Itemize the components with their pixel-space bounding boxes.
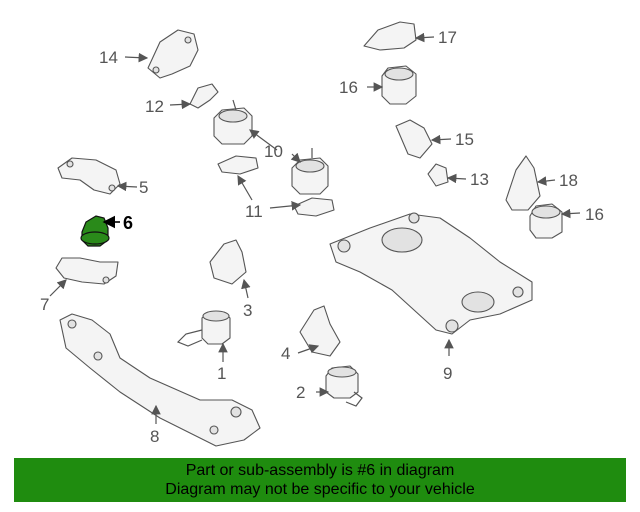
part-6-mount-highlighted (80, 215, 120, 247)
callout-13: 13 (470, 170, 489, 189)
callout-14: 14 (99, 48, 118, 67)
banner-line-part: Part or sub-assembly is #6 in diagram (185, 462, 455, 479)
callout-2: 2 (296, 383, 305, 402)
callout-8: 8 (150, 427, 159, 446)
callout-3: 3 (243, 301, 252, 320)
callout-15: 15 (455, 130, 474, 149)
part-11-shim (217, 155, 335, 217)
part-14-bracket (124, 29, 199, 79)
callout-5: 5 (139, 178, 148, 197)
part-15-bracket (395, 119, 452, 159)
callout-11: 11 (245, 202, 263, 221)
callout-18: 18 (559, 171, 578, 190)
part-12-bracket (169, 83, 219, 110)
part-9-subframe (329, 212, 533, 356)
part-2-mount (316, 365, 363, 407)
part-10-engine-mount (213, 99, 329, 195)
banner-line-disclaimer: Diagram may not be specific to your vehi… (165, 481, 475, 498)
callout-6-highlighted: 6 (123, 213, 133, 233)
part-7-bracket (49, 257, 119, 297)
callout-1: 1 (217, 364, 226, 383)
part-13-bracket (427, 163, 467, 187)
part-16-mount-upper (367, 65, 417, 105)
callout-16-lower: 16 (585, 205, 604, 224)
info-banner: Part or sub-assembly is #6 in diagram Di… (14, 458, 626, 502)
part-5-bracket (57, 157, 138, 195)
part-16-mount-lower (529, 203, 581, 239)
part-17-bracket (363, 21, 435, 51)
callout-16-upper: 16 (339, 78, 358, 97)
part-1-mount (176, 310, 231, 362)
callout-4: 4 (281, 344, 290, 363)
callout-10: 10 (264, 142, 283, 161)
callout-17: 17 (438, 28, 457, 47)
part-4-bracket (297, 305, 341, 357)
callout-7: 7 (40, 295, 49, 314)
part-18-bracket (505, 155, 556, 211)
part-3-bracket (209, 239, 251, 299)
callout-9: 9 (443, 364, 452, 383)
part-8-crossmember (59, 313, 261, 447)
callout-12: 12 (145, 97, 164, 116)
